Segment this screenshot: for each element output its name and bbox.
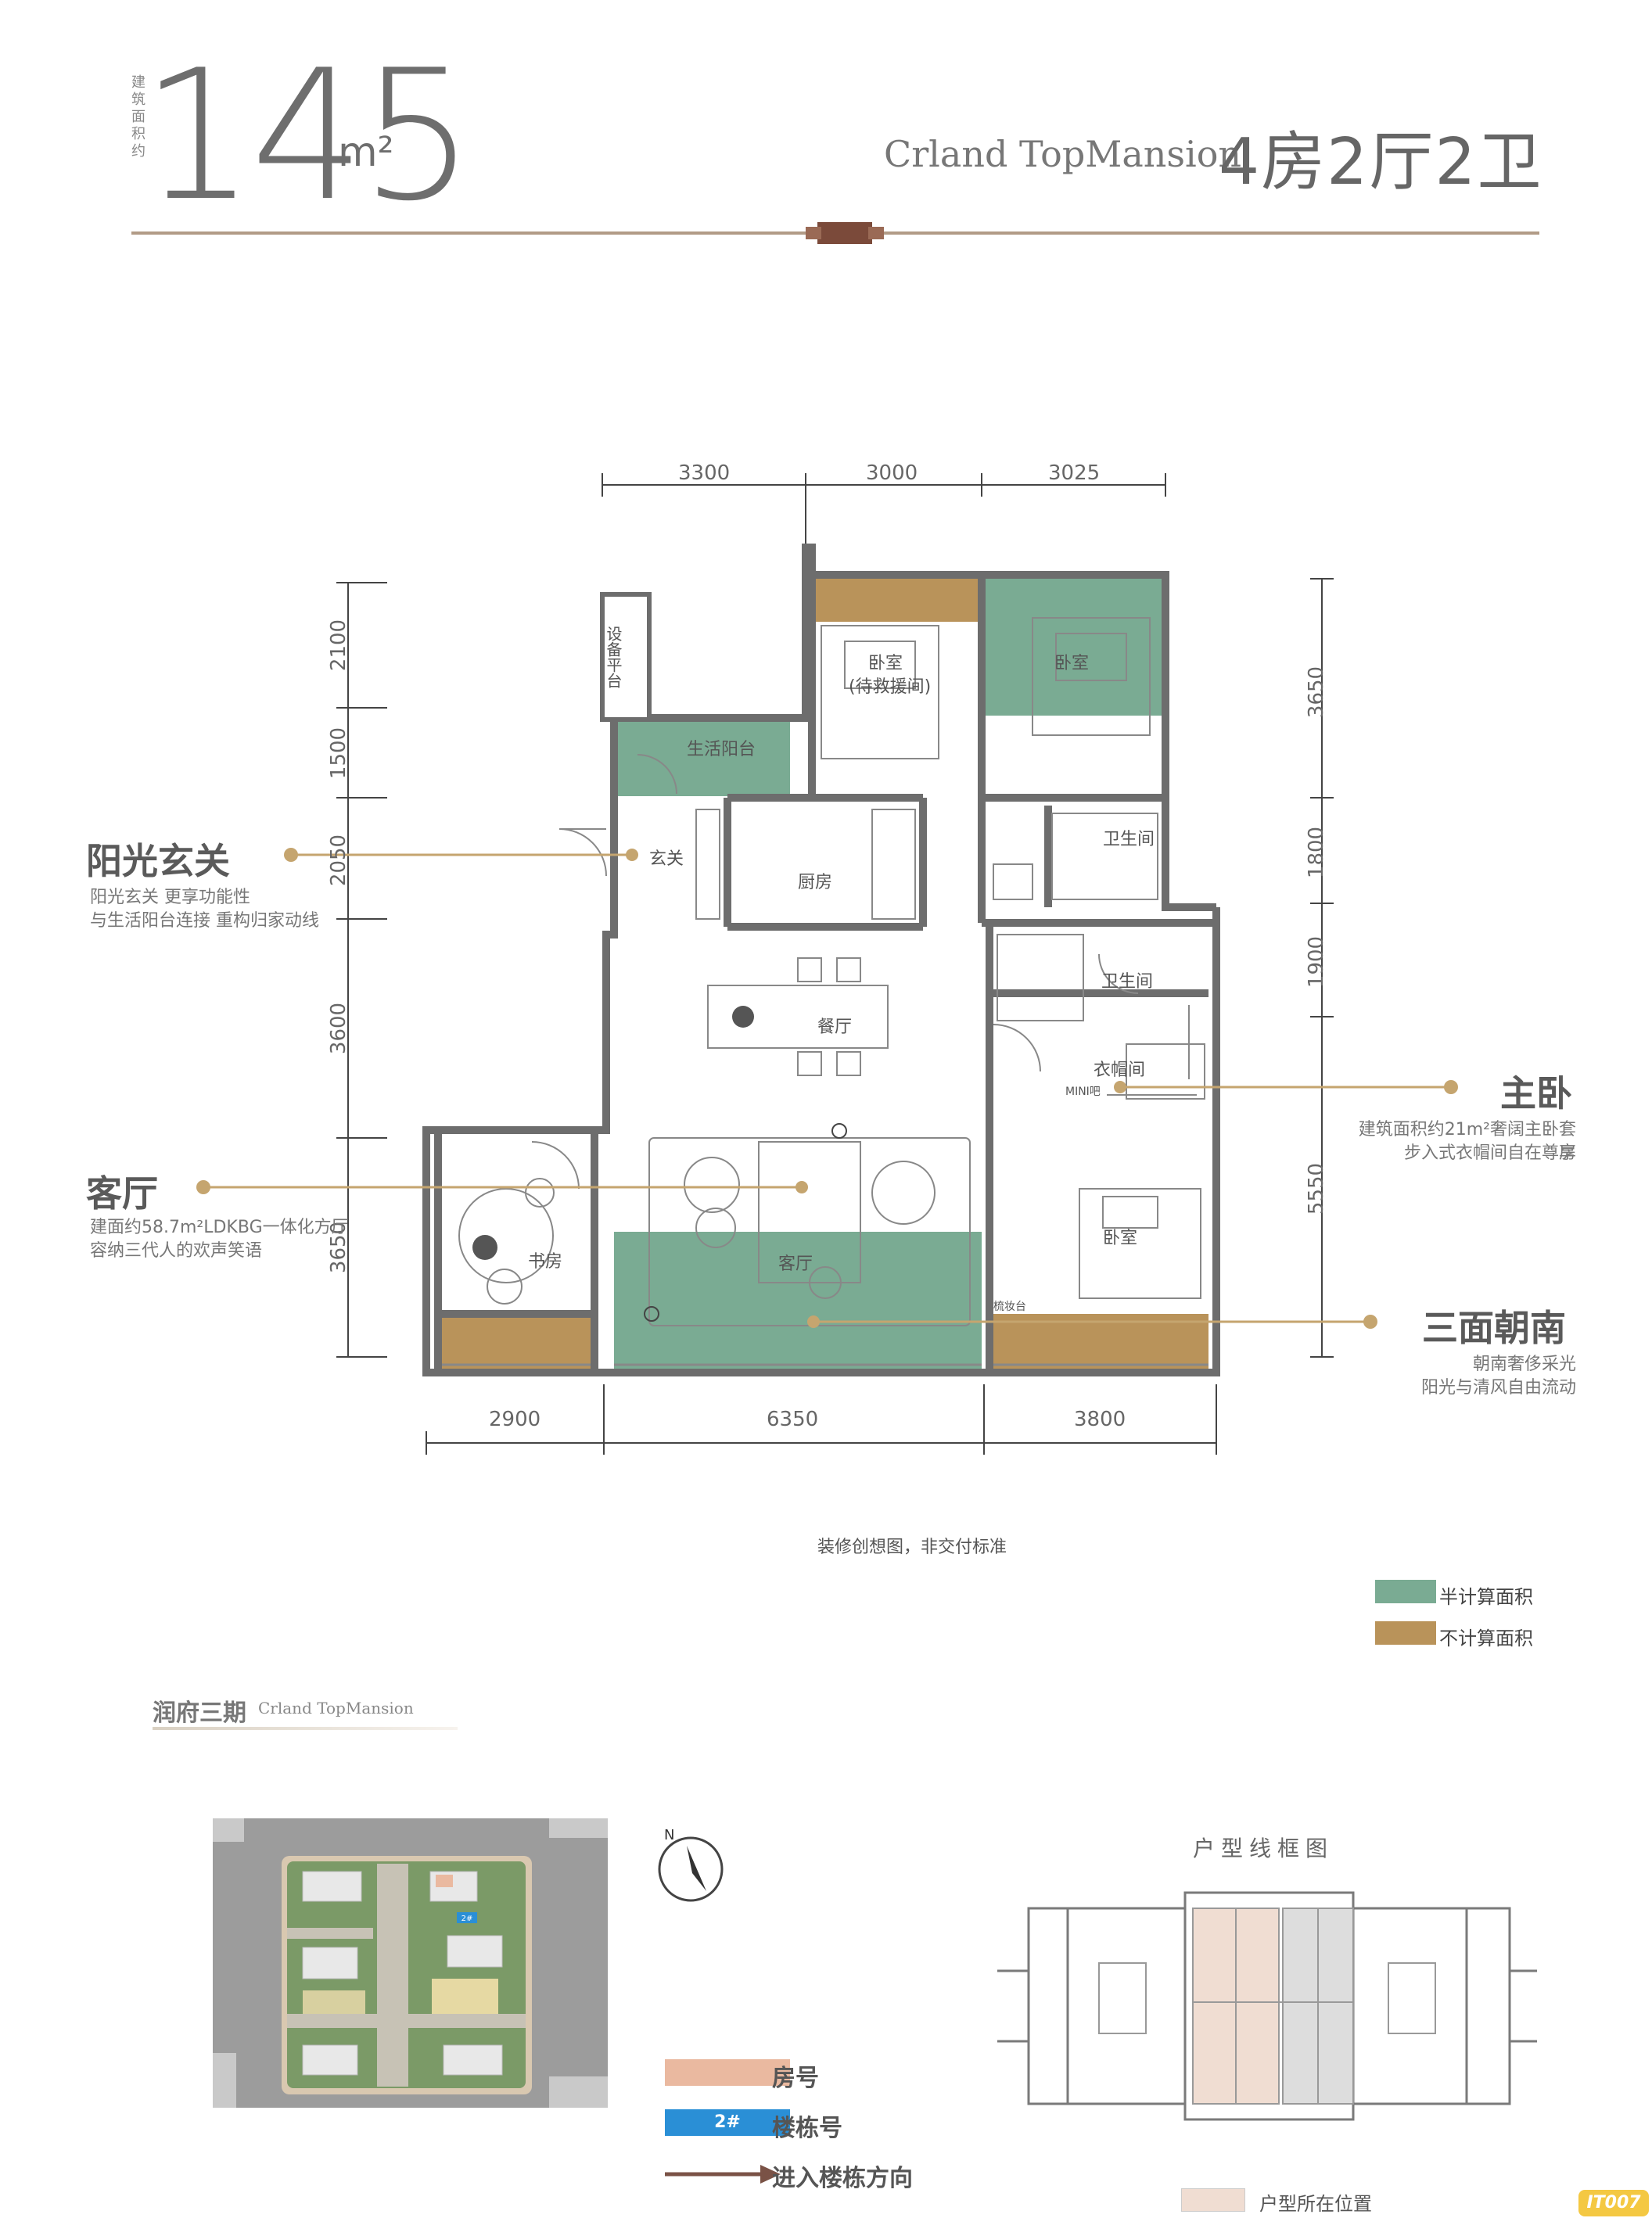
unit-type: 4房2厅2卫 [1219,125,1543,199]
walls [422,544,1220,1376]
dim-right-4: 5550 [1305,1162,1329,1215]
room-utility-balcony: 生活阳台 [687,740,756,759]
dim-lines-top [602,473,1166,547]
legend-building-label: 楼栋号 [772,2115,842,2142]
plants [472,1006,754,1260]
dim-left-2: 1500 [327,727,351,780]
dim-bottom-1: 2900 [489,1408,541,1431]
room-living: 客厅 [778,1254,813,1274]
legend-unit-swatch [665,2059,790,2086]
project-brand: Crland TopMansion [258,1699,414,1717]
room-master-bedroom: 卧室 [1103,1229,1138,1248]
callout-leaders [203,853,1451,1323]
brand-name: Crland TopMansion [884,133,1242,175]
room-entrance: 玄关 [649,849,684,869]
callout-dots [196,848,1458,1329]
dim-lines-left [336,582,387,1358]
room-bedroom2: 卧室 [1054,654,1090,673]
utility-balcony-half [614,718,790,796]
room-equipment-platform: 设备平台 [604,626,623,688]
callout-master-desc1: 建筑面积约21m²奢阔主卧套房 [1358,1120,1576,1163]
dim-left-3: 2050 [327,834,351,887]
master-balcony-unlit [993,1314,1208,1369]
keyplan-caption: 户型所在位置 [1259,2193,1372,2215]
legend-excluded-label: 不计算面积 [1439,1628,1533,1649]
callout-south-title: 三面朝南 [1422,1307,1566,1349]
room-wardrobe: 衣帽间 [1094,1061,1146,1080]
legend-unit-label: 房号 [772,2065,819,2092]
area-vertical-label: 建筑面积约 [131,74,145,160]
room-mini-bar: MINI吧 [1065,1086,1101,1098]
legend-half-area-swatch [1375,1580,1436,1603]
dim-bottom-2: 6350 [767,1408,819,1431]
keyplan-caption-swatch [1181,2188,1245,2212]
callout-entrance-title: 阳光玄关 [86,840,230,882]
area-value: 145 [141,32,475,241]
callout-master-desc2: 步入式衣帽间自在尊享 [1403,1143,1576,1163]
bedroom2-half-area [982,614,1165,716]
header-ornament [806,222,884,244]
keyplan-title: 户型线框图 [1193,1836,1334,1861]
north-arrow-icon: N [658,1827,724,1902]
dim-lines-right [1310,578,1334,1358]
dim-top-2: 3000 [866,461,918,485]
dim-left-4: 3600 [327,1002,351,1055]
site-plan: 2# [213,1818,608,2108]
callout-entrance-desc1: 阳光玄关 更享功能性 [90,888,250,907]
callout-entrance-desc2: 与生活阳台连接 重构归家动线 [90,911,319,931]
callout-south-desc1: 朝南奢侈采光 [1472,1355,1576,1374]
legend-half-area-label: 半计算面积 [1439,1586,1533,1608]
room-dresser: 梳妆台 [993,1301,1026,1313]
area-unit: m² [338,129,394,176]
dim-right-2: 1800 [1305,826,1329,879]
keyplan-diagram [997,1891,1537,2121]
dim-top-1: 3300 [678,461,731,485]
north-label: N [664,1827,674,1843]
callout-master-title: 主卧 [1500,1072,1572,1114]
furniture [458,617,1205,1326]
disclaimer-note: 装修创想图，非交付标准 [817,1538,1007,1557]
callout-living-title: 客厅 [86,1172,158,1215]
dim-lines-bottom [426,1384,1217,1455]
dim-bottom-3: 3800 [1074,1408,1126,1431]
room-bathroom1: 卫生间 [1103,830,1155,849]
bedroom2-balcony-half [982,575,1165,614]
living-balcony-half [614,1232,982,1369]
dim-right-1: 3650 [1305,666,1329,719]
watermark-badge: IT007 [1578,2190,1649,2216]
wardrobe-rails [1107,1005,1197,1096]
callout-south-desc2: 阳光与清风自由流动 [1420,1378,1576,1398]
legend-building-swatch: 2# [665,2109,790,2136]
dim-right-3: 1900 [1305,935,1329,989]
callout-living-desc1: 建面约58.7m²LDKBG一体化方厅 [90,1218,349,1237]
ceiling-marks [644,1123,847,1322]
dim-left-1: 2100 [327,619,351,672]
dim-top-3: 3025 [1048,461,1101,485]
project-title: 润府三期 [153,1699,246,1727]
callout-living-desc2: 容纳三代人的欢声笑语 [90,1241,263,1261]
floor-plan [196,473,1458,1455]
study-balcony-unlit [438,1314,594,1369]
bedroom1-balcony-unlit [812,575,982,622]
room-study: 书房 [528,1252,563,1272]
entry-arrow-icon [665,2165,781,2184]
room-kitchen: 厨房 [798,873,833,892]
room-bathroom2: 卫生间 [1101,972,1154,992]
site-building-tag: 2# [461,1915,473,1923]
equipment-platform [600,592,652,722]
doors [531,754,1139,1190]
room-dining: 餐厅 [817,1017,853,1037]
room-bedroom1-sub: (待救援间) [849,677,932,697]
legend-entry-label: 进入楼栋方向 [772,2165,913,2192]
legend-excluded-swatch [1375,1621,1436,1645]
room-bedroom1: 卧室 [868,654,903,673]
project-underline [153,1727,458,1730]
